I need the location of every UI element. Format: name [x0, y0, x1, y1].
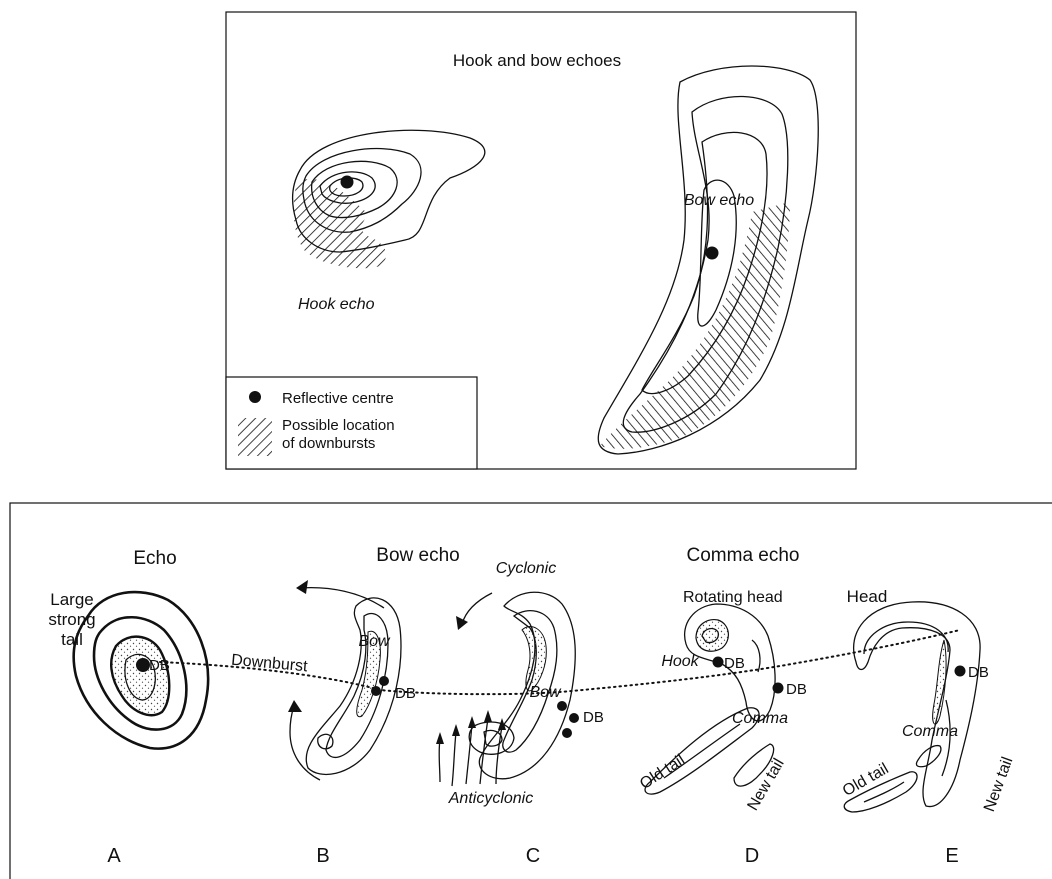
stage-letter-a: A	[107, 845, 121, 867]
stage-letter-c: C	[526, 845, 540, 867]
header-bow-echo: Bow echo	[376, 545, 459, 566]
legend-hatch-icon	[238, 418, 272, 456]
bow-downburst-hatch	[600, 202, 790, 449]
stage-a-db-label: DB	[149, 657, 170, 674]
stage-letter-d: D	[745, 845, 759, 867]
head-label: Head	[847, 587, 888, 606]
large-label: Large	[50, 590, 93, 609]
hook-echo-diagram: Hook echo	[293, 130, 485, 313]
stage-letter-b: B	[316, 845, 329, 867]
header-echo: Echo	[133, 548, 176, 569]
stage-a-echo: DB Large strong tail Downburst	[48, 590, 308, 749]
stage-b-db-label: DB	[395, 685, 416, 702]
legend: Reflective centre Possible location of d…	[226, 377, 477, 469]
hook-reflective-centre	[341, 176, 354, 189]
legend-dot-icon	[249, 391, 261, 403]
tail-label: tail	[61, 630, 83, 649]
stage-e-db-label: DB	[968, 664, 989, 681]
strong-label: strong	[48, 610, 95, 629]
legend-downbursts-line1: Possible location	[282, 417, 395, 434]
bow-echo-label: Bow echo	[684, 192, 754, 209]
bow-echo-diagram: Bow echo	[598, 66, 818, 454]
legend-downbursts-line2: of downbursts	[282, 435, 375, 452]
stage-e-new-tail-label: New tail	[981, 755, 1016, 814]
stage-d-comma-label: Comma	[732, 710, 788, 727]
stage-letter-e: E	[945, 845, 958, 867]
header-comma-echo: Comma echo	[687, 545, 800, 566]
bow-reflective-centre	[706, 247, 719, 260]
top-panel-title: Hook and bow echoes	[453, 51, 621, 70]
stage-d-db-label-2: DB	[786, 681, 807, 698]
stage-b-bow-echo: Bow DB	[288, 580, 416, 780]
stage-d-comma-echo: Rotating head Hook DB DB Comma Old tail …	[637, 589, 807, 814]
stage-e-comma-echo: Head DB Comma Old tail New tail	[840, 587, 1017, 814]
top-panel: Hook and bow echoes Hook echo Bow echo	[226, 12, 856, 469]
stage-c-db-label: DB	[583, 709, 604, 726]
stage-e-old-tail-label: Old tail	[840, 760, 892, 800]
hook-echo-label: Hook echo	[298, 296, 375, 313]
stage-d-db-label-1: DB	[724, 655, 745, 672]
stage-c-bow-label: Bow	[529, 684, 562, 701]
cyclonic-label: Cyclonic	[496, 560, 556, 577]
stage-d-new-tail-label: New tail	[745, 756, 788, 814]
stage-d-old-tail-label: Old tail	[637, 752, 688, 793]
bottom-panel: Echo Bow echo Comma echo DB Large strong…	[10, 503, 1052, 879]
anticyclonic-arrows	[436, 710, 506, 786]
hook-label: Hook	[661, 653, 699, 670]
downburst-label: Downburst	[231, 652, 309, 676]
rotating-head-label: Rotating head	[683, 589, 783, 606]
stage-e-comma-label: Comma	[902, 723, 958, 740]
stage-b-bow-label: Bow	[358, 633, 391, 650]
stage-c-bow-echo: Cyclonic Bow DB Anticyclonic	[436, 560, 604, 807]
legend-reflective-centre: Reflective centre	[282, 390, 394, 407]
anticyclonic-label: Anticyclonic	[448, 790, 533, 807]
